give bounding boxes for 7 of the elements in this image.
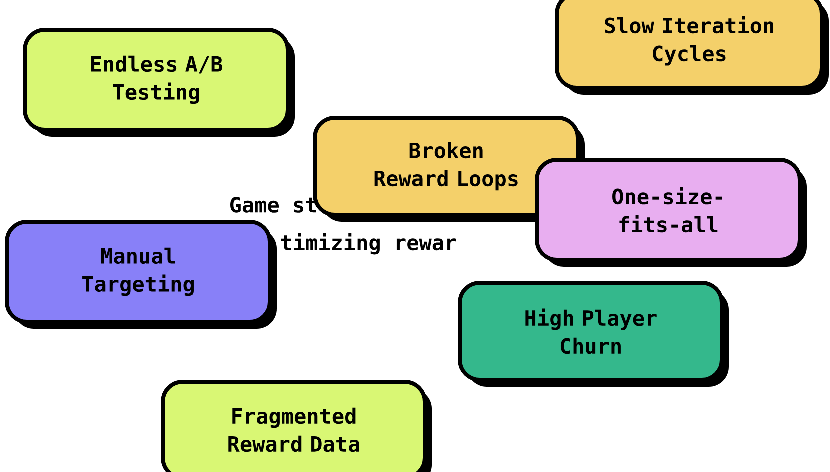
problem-card: Manual Targeting [5, 220, 277, 329]
problem-card: Fragmented Reward Data [161, 380, 432, 472]
caption-text: timizing rewar [281, 233, 456, 255]
problem-card: Endless A/B Testing [23, 28, 295, 137]
problem-card: Slow Iteration Cycles [555, 0, 829, 95]
problem-card: High Player Churn [458, 281, 729, 387]
problem-card: One-size-fits-all [535, 158, 807, 267]
